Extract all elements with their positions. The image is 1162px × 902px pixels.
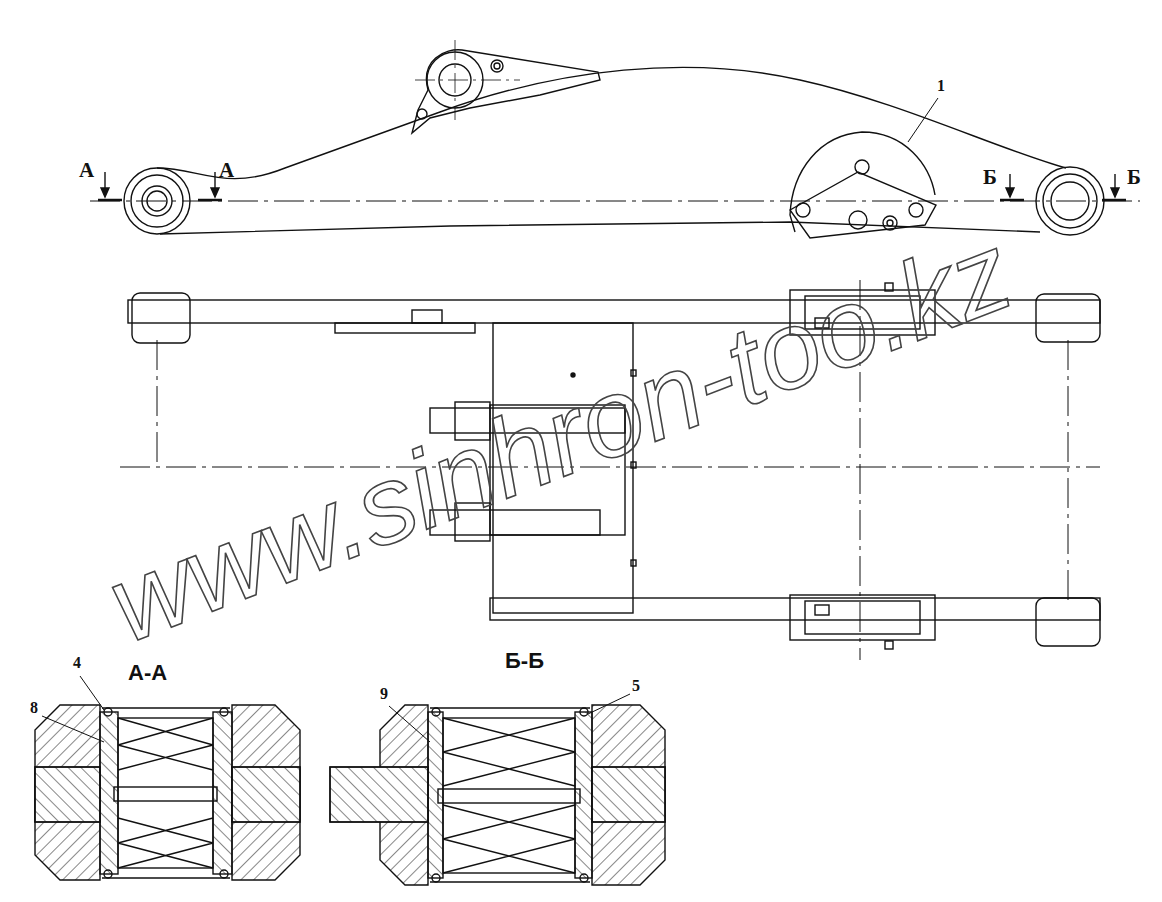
section-a [35,676,300,880]
callout-number: 9 [380,686,388,702]
section-title: А-А [128,662,167,684]
side-view [90,40,1140,238]
callout-number: 5 [632,678,640,694]
section-letter: Б [1127,167,1141,188]
section-letter: А [219,160,234,181]
section-title: Б-Б [505,650,544,672]
callout-number: 1 [937,78,945,94]
watermark: www.sinhron-too.kz [95,216,1025,660]
section-b [330,694,665,885]
section-letter: А [79,160,94,181]
section-letter: Б [983,167,997,188]
callout-number: 4 [73,655,81,671]
callout-number: 8 [30,700,38,716]
